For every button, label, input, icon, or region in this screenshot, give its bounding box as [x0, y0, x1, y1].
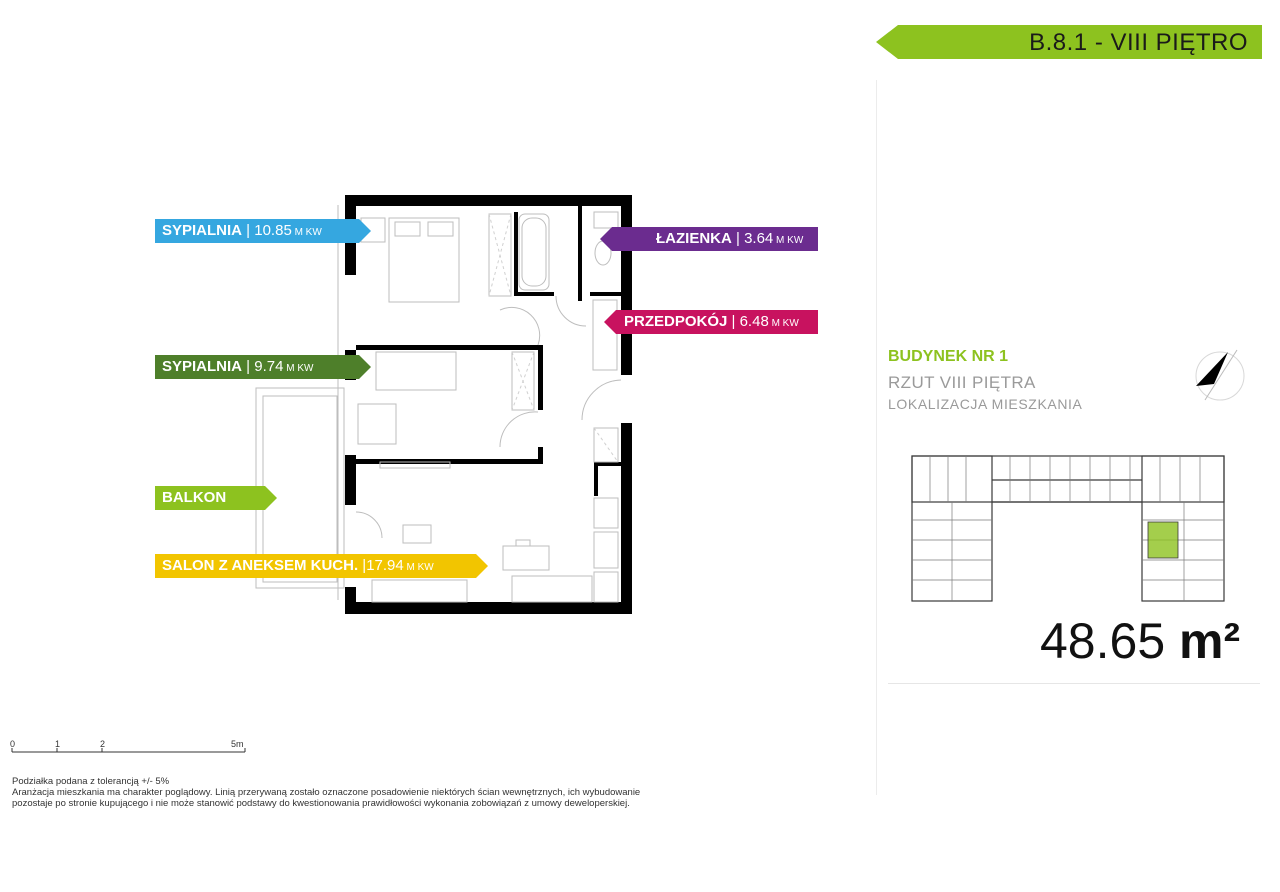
area-divider — [888, 683, 1260, 684]
room-label-balcony: BALKON — [155, 486, 277, 510]
room-label-bedroom-1: SYPIALNIA | 10.85 M KW — [155, 219, 371, 243]
floor-plan-subtitle: RZUT VIII PIĘTRA — [888, 373, 1036, 392]
disclaimer-line-1: Aranżacja mieszkania ma charakter pogląd… — [12, 787, 641, 798]
tolerance-note: Podziałka podana z tolerancją +/- 5% — [12, 776, 170, 787]
scale-label-5m: 5m — [231, 739, 244, 749]
building-title: BUDYNEK NR 1 — [888, 348, 1009, 365]
location-caption: LOKALIZACJA MIESZKANIA — [888, 396, 1083, 412]
room-label-bedroom-2: SYPIALNIA | 9.74 M KW — [155, 355, 371, 379]
apartment-tag: B.8.1 - VIII PIĘTRO — [876, 25, 1262, 59]
scale-bar — [11, 748, 246, 753]
room-label-bathroom: ŁAZIENKA | 3.64 M KW — [600, 227, 818, 251]
total-area-value: 48.65 — [1040, 613, 1166, 669]
disclaimer-line-2: pozostaje po stronie kupującego i nie mo… — [12, 798, 630, 809]
panel-divider — [876, 80, 877, 795]
total-area-unit: m² — [1179, 613, 1241, 669]
apartment-highlight — [1147, 521, 1179, 559]
room-label-living-room: SALON Z ANEKSEM KUCH. |17.94 M KW — [155, 554, 488, 578]
scale-label-2: 2 — [100, 739, 106, 749]
apartment-label: B.8.1 - VIII PIĘTRO — [1029, 29, 1248, 56]
room-label-hallway: PRZEDPOKÓJ | 6.48 M KW — [604, 310, 818, 334]
total-area: 48.65 m² — [1040, 612, 1240, 670]
building-location-map — [911, 455, 1225, 602]
scale-label-0: 0 — [10, 739, 16, 749]
north-arrow-icon — [1195, 349, 1245, 401]
scale-label-1: 1 — [55, 739, 61, 749]
disclaimer: Podziałka podana z tolerancją +/- 5% Ara… — [12, 776, 652, 809]
